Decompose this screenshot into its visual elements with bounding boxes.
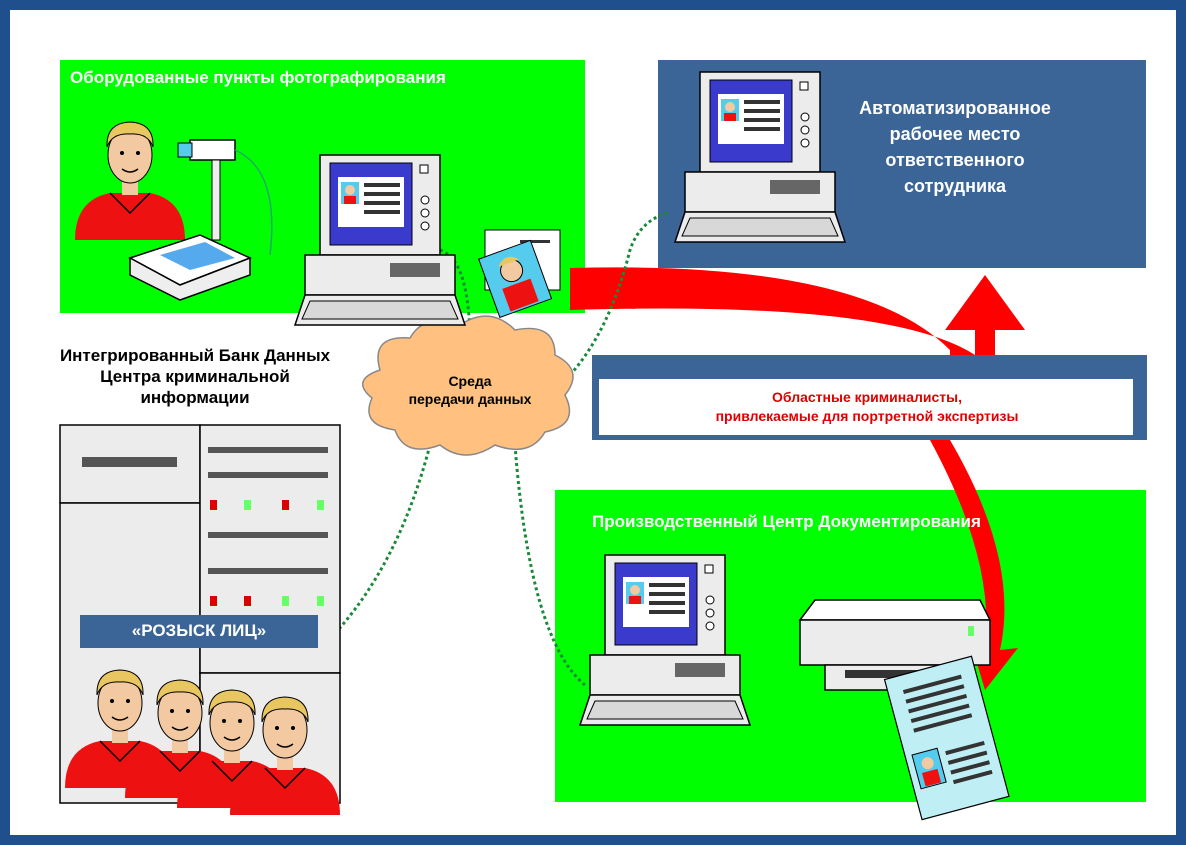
computer-icon (674, 71, 846, 243)
cloud-label-line1: Среда (448, 373, 492, 389)
experts-label-line1: Областные криминалисты, (772, 389, 962, 405)
computer-icon (294, 154, 466, 326)
search-label: «РОЗЫСК ЛИЦ» (131, 621, 267, 640)
bank-title: Интегрированный Банк Данных Центра крими… (30, 345, 360, 408)
workstation-title-line3: ответственного сотрудника (885, 150, 1025, 196)
experts-label: Областные криминалисты, привлекаемые для… (600, 388, 1134, 426)
cloud-label-line2: передачи данных (408, 391, 532, 407)
document-card-icon (478, 229, 561, 319)
experts-inner (597, 377, 1135, 437)
bank-title-line1: Интегрированный Банк Данных (59, 346, 331, 365)
search-label-box (80, 615, 318, 648)
computer-icon (579, 554, 751, 726)
bank-title-line3: информации (140, 388, 250, 407)
scanner-icon (128, 234, 252, 301)
printed-document-icon (883, 655, 1010, 821)
production-title: Производственный Центр Документирования (592, 512, 981, 531)
workstation-title-line2: рабочее место (889, 124, 1021, 144)
red-arrow-up (570, 267, 1025, 355)
bank-title-line2: Центра криминальной (100, 367, 290, 386)
red-arrow-down (930, 440, 1018, 690)
workstation-title: Автоматизированное рабочее место ответст… (840, 95, 1070, 199)
workstation-title-line1: Автоматизированное (859, 98, 1051, 118)
photo-points-title: Оборудованные пункты фотографирования (70, 68, 446, 87)
cloud-label: Среда передачи данных (395, 372, 545, 408)
camera-icon (177, 139, 273, 256)
network-cables (336, 210, 671, 687)
experts-label-line2: привлекаемые для портретной экспертизы (715, 408, 1019, 424)
